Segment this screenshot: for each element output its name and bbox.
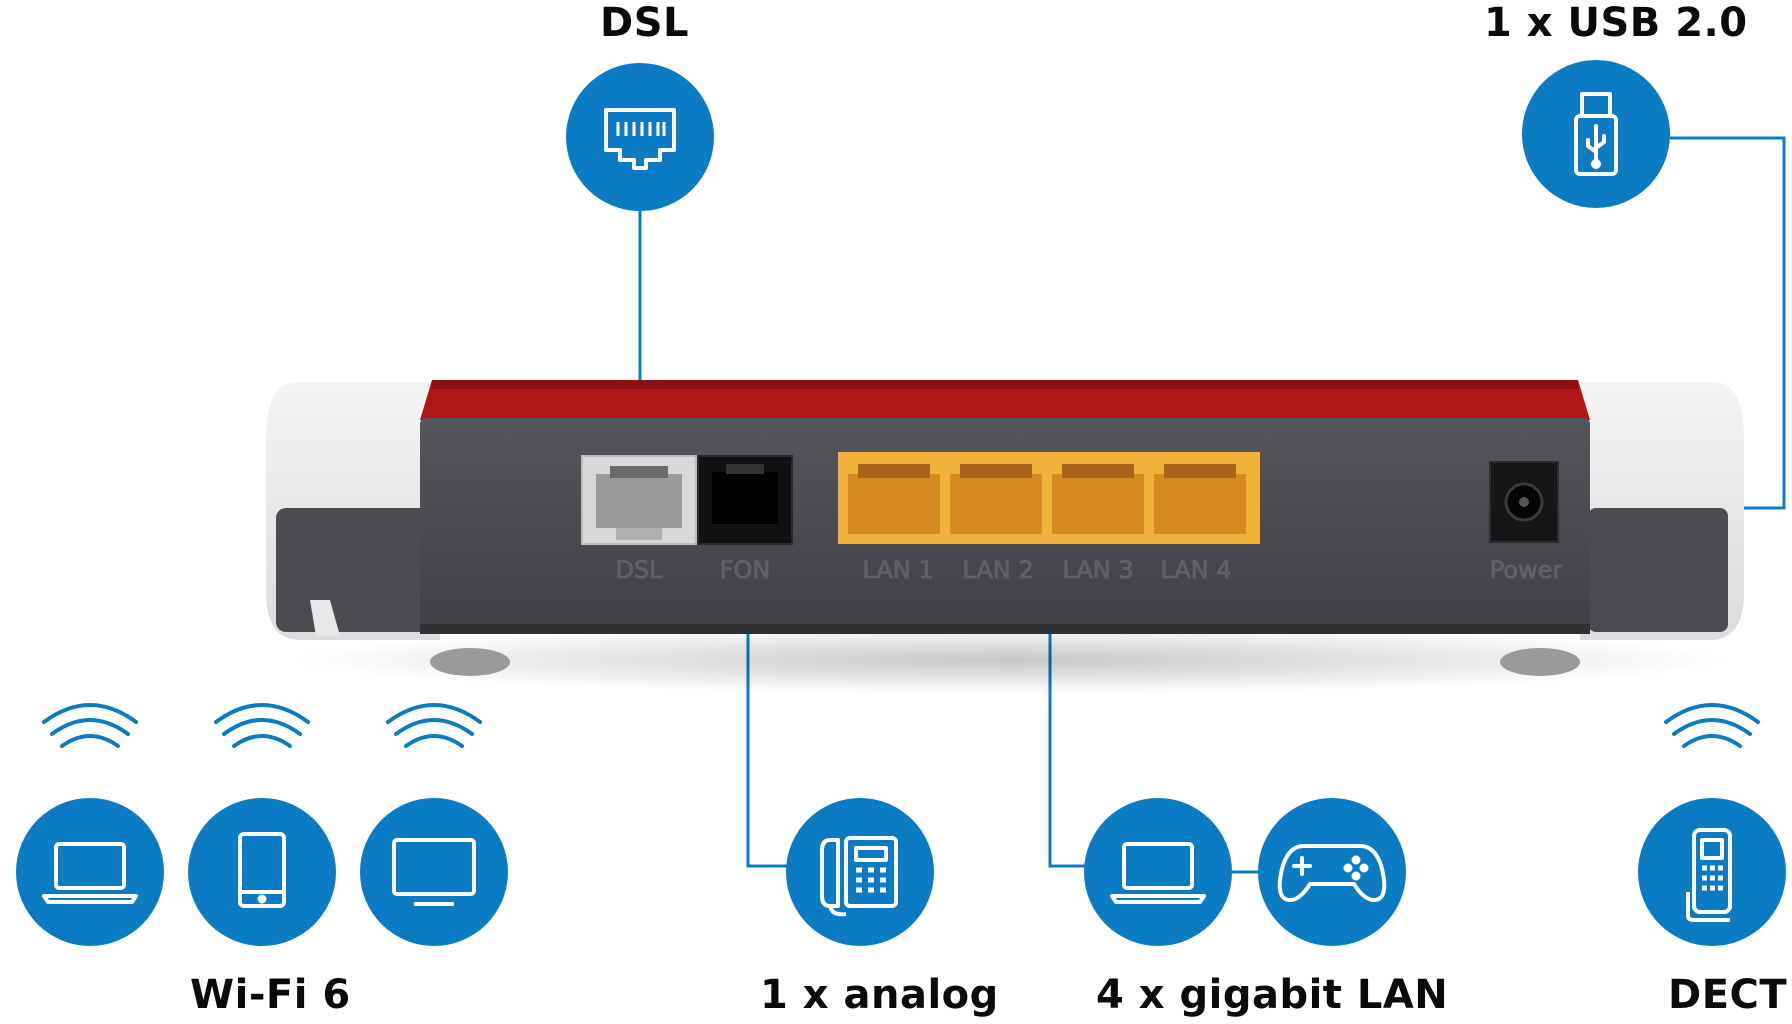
analog-feature bbox=[786, 798, 934, 946]
lan-port-3[interactable] bbox=[1052, 464, 1144, 534]
router-device: DSL FON LAN 1 LAN 2 LAN 3 LAN 4 Power bbox=[266, 380, 1744, 694]
router-red-band bbox=[420, 380, 1590, 420]
dsl-label: DSL bbox=[600, 0, 689, 46]
usb-label: 1 x USB 2.0 bbox=[1484, 0, 1748, 46]
lan-port-4[interactable] bbox=[1154, 464, 1246, 534]
router-shadow bbox=[290, 626, 1730, 694]
lan-feature bbox=[1084, 798, 1406, 946]
gamepad-icon bbox=[1277, 844, 1387, 902]
wifi-label: Wi-Fi 6 bbox=[190, 972, 351, 1018]
wifi-waves-3 bbox=[386, 703, 482, 748]
dsl-port[interactable] bbox=[581, 455, 697, 545]
port-label-lan1: LAN 1 bbox=[862, 556, 933, 584]
laptop-icon bbox=[1110, 842, 1206, 904]
ethernet-port-icon bbox=[604, 108, 676, 170]
wifi-tablet-circle bbox=[188, 798, 336, 946]
usb-stick-icon bbox=[1574, 92, 1618, 176]
monitor-icon bbox=[392, 838, 476, 906]
port-label-dsl: DSL bbox=[615, 556, 663, 584]
dect-feature bbox=[1638, 798, 1786, 946]
fon-port[interactable] bbox=[697, 455, 793, 545]
wifi-waves-dect bbox=[1664, 703, 1760, 748]
router-foot-right bbox=[1500, 648, 1580, 676]
wifi-feature bbox=[16, 798, 508, 946]
router-left-cap-dark bbox=[276, 508, 438, 632]
wifi-waves-icon bbox=[42, 703, 1760, 748]
analog-label: 1 x analog bbox=[760, 972, 999, 1018]
power-port[interactable] bbox=[1489, 461, 1559, 543]
port-label-lan4: LAN 4 bbox=[1160, 556, 1231, 584]
tablet-icon bbox=[238, 832, 286, 908]
lan-port-1[interactable] bbox=[848, 464, 940, 534]
lan-gamepad-circle bbox=[1258, 798, 1406, 946]
port-label-lan2: LAN 2 bbox=[962, 556, 1033, 584]
usb-feature bbox=[1522, 60, 1670, 208]
dect-label: DECT bbox=[1668, 972, 1788, 1018]
dsl-feature bbox=[566, 63, 714, 211]
port-label-lan3: LAN 3 bbox=[1062, 556, 1133, 584]
router-foot-left bbox=[430, 648, 510, 676]
lan-port-2[interactable] bbox=[950, 464, 1042, 534]
wifi-waves-2 bbox=[214, 703, 310, 748]
laptop-icon bbox=[42, 842, 138, 904]
desk-phone-icon bbox=[820, 836, 898, 917]
wifi-monitor-circle bbox=[360, 798, 508, 946]
lan-port-block bbox=[838, 452, 1260, 544]
port-label-power: Power bbox=[1490, 556, 1563, 584]
dect-circle bbox=[1638, 798, 1786, 946]
wifi-waves-1 bbox=[42, 703, 138, 748]
lan-label: 4 x gigabit LAN bbox=[1096, 972, 1449, 1018]
wifi-laptop-circle bbox=[16, 798, 164, 946]
router-right-cap-dark bbox=[1588, 508, 1728, 632]
dsl-circle bbox=[566, 63, 714, 211]
lan-laptop-circle bbox=[1084, 798, 1232, 946]
port-label-fon: FON bbox=[720, 556, 771, 584]
cordless-phone-icon bbox=[1686, 828, 1732, 922]
